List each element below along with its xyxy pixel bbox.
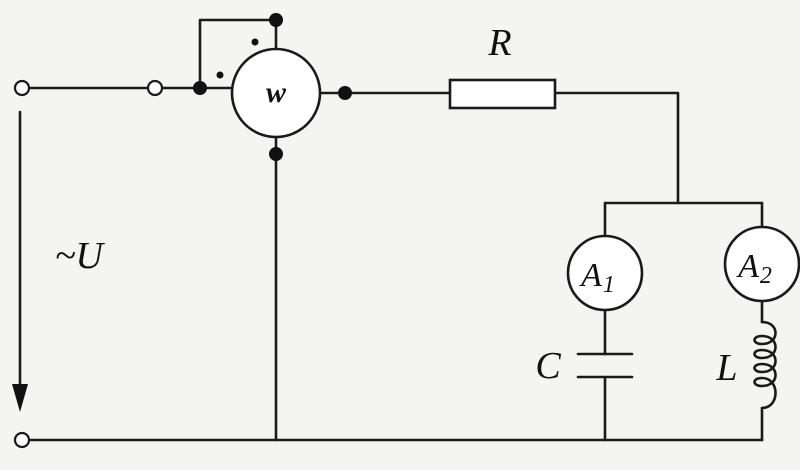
input-terminal-mid xyxy=(146,79,164,97)
resistor xyxy=(448,78,557,110)
capacitor-label: C xyxy=(535,345,561,387)
polarity-dot-current xyxy=(216,71,224,79)
wire-resistor-to-branch xyxy=(553,91,680,205)
inductor-coil xyxy=(753,320,777,410)
input-terminal-top xyxy=(13,79,31,97)
ammeter-a2-label: A2 xyxy=(736,248,772,289)
node-wattmeter-left xyxy=(193,81,207,95)
node-wattmeter-right xyxy=(338,86,352,100)
ammeter-a2 xyxy=(723,225,800,303)
resistor-label: R xyxy=(487,22,511,64)
ammeter-a1 xyxy=(566,234,644,312)
inductor-label: L xyxy=(715,347,737,389)
wattmeter-label: w xyxy=(266,76,287,109)
polarity-dot-voltage xyxy=(251,38,259,46)
voltage-label: ~U xyxy=(55,235,106,277)
node-wattmeter-top xyxy=(269,13,283,27)
input-terminal-bottom xyxy=(13,431,31,449)
node-wattmeter-bottom xyxy=(269,147,283,161)
voltage-arrow-head xyxy=(12,384,28,412)
wattmeter xyxy=(230,47,322,139)
ammeter-a1-label: A1 xyxy=(579,257,615,298)
wattmeter-coil-loop xyxy=(198,18,278,90)
